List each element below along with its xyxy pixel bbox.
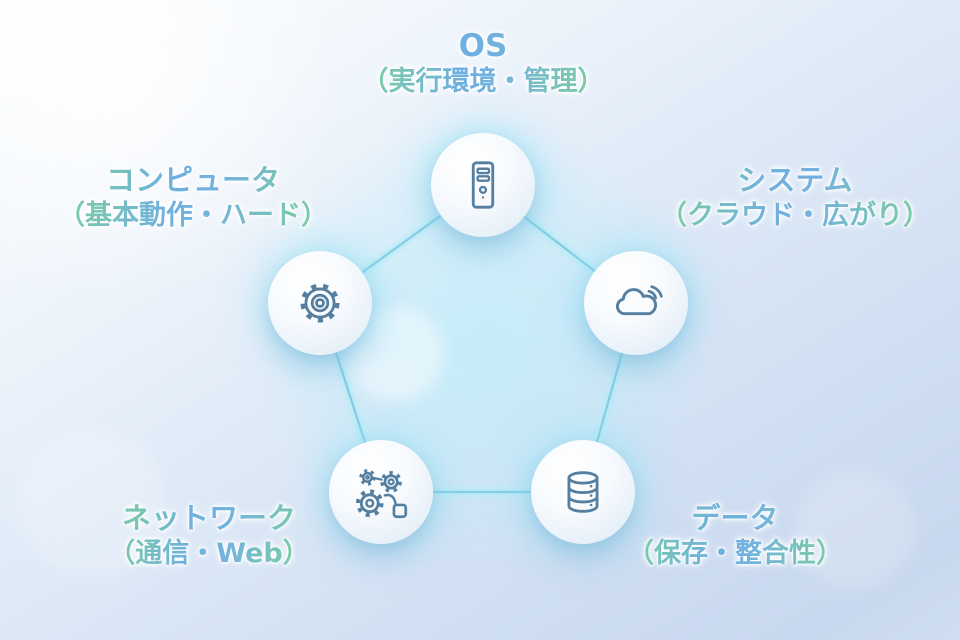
node-title: データ xyxy=(691,501,779,535)
node-subtitle: （通信・Web） xyxy=(108,538,310,569)
node-title: システム xyxy=(737,163,853,197)
node-title: OS xyxy=(458,28,508,64)
gears-automation-icon xyxy=(355,469,408,519)
node-subtitle: （保存・整合性） xyxy=(627,538,843,569)
database-icon xyxy=(567,471,599,513)
node-subtitle: （クラウド・広がり） xyxy=(660,200,930,231)
node-label-computer: コンピュータ （基本動作・ハード） xyxy=(58,162,328,234)
node-system xyxy=(584,251,688,355)
node-label-data: データ （保存・整合性） xyxy=(627,500,843,572)
gear-icon xyxy=(300,283,340,323)
node-title: ネットワーク xyxy=(121,501,296,535)
node-computer xyxy=(268,251,372,355)
node-label-network: ネットワーク （通信・Web） xyxy=(108,500,309,572)
computer-tower-icon xyxy=(471,161,495,209)
node-subtitle: （実行環境・管理） xyxy=(361,66,605,97)
node-title: コンピュータ xyxy=(105,163,280,197)
node-network xyxy=(329,440,433,544)
node-os xyxy=(431,133,535,237)
node-data xyxy=(531,440,635,544)
node-subtitle: （基本動作・ハード） xyxy=(58,200,328,231)
node-label-os: OS （実行環境・管理） xyxy=(362,28,605,100)
cloud-signal-icon xyxy=(616,285,663,316)
node-label-system: システム （クラウド・広がり） xyxy=(660,162,930,234)
